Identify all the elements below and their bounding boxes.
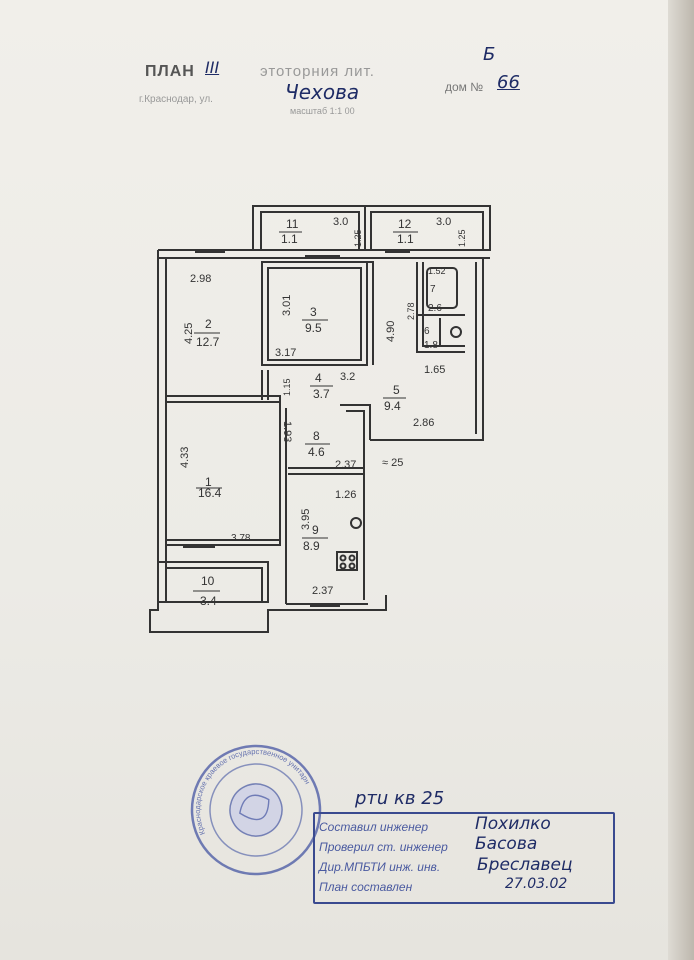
page-fold-shadow — [668, 0, 694, 960]
dim-3-2: 3.2 — [340, 371, 355, 383]
room-9-area: 8.9 — [303, 539, 320, 553]
dim-2-37b: 2.37 — [312, 585, 333, 597]
room-12-no: 12 — [398, 217, 412, 231]
dim-4-90: 4.90 — [385, 321, 397, 342]
dim-1-65: 1.65 — [424, 364, 445, 376]
dim-1-52: 1.52 — [428, 266, 446, 276]
room-11-no: 11 — [286, 217, 299, 231]
floor-suffix: этоторния лит. — [260, 63, 375, 80]
compiled-label: Составил инженер — [319, 820, 429, 834]
house-label: дом № — [445, 80, 484, 94]
dim-3-95: 3.95 — [300, 509, 312, 530]
room-2-area: 12.7 — [196, 335, 220, 349]
date-label: План составлен — [319, 880, 413, 894]
subline-scale: масштаб 1:1 00 — [290, 106, 355, 116]
apartment-note: ртu кв 25 — [355, 788, 445, 809]
dim-1-25a: 1.25 — [353, 229, 363, 247]
dim-4-33: 4.33 — [179, 447, 191, 468]
dim-1-26: 1.26 — [335, 489, 356, 501]
room-3-no: 3 — [310, 305, 317, 319]
street-name: Чехова — [285, 80, 360, 104]
room-6-no: 6 — [424, 326, 430, 337]
director-label: Дир.МПБТИ инж. инв. — [319, 860, 441, 874]
room-10-no: 10 — [201, 574, 215, 588]
plan-header: ПЛАН III этоторния лит. Б г.Краснодар, у… — [139, 44, 565, 128]
room-4-no: 4 — [315, 371, 322, 385]
dim-1-15: 1.15 — [282, 378, 292, 396]
room-7-area: 2.6 — [428, 303, 442, 314]
compiled-by: Похилко — [475, 814, 551, 834]
dim-1-25b: 1.25 — [457, 229, 467, 247]
floor-number: III — [205, 58, 220, 77]
room-10-area: 3.4 — [200, 594, 217, 608]
plan-label: ПЛАН — [145, 63, 195, 80]
room-5-no: 5 — [393, 383, 400, 397]
dim-4-25: 4.25 — [183, 323, 195, 344]
room-2-no: 2 — [205, 317, 212, 331]
room-12-area: 1.1 — [397, 232, 414, 246]
dim-2-98: 2.98 — [190, 273, 211, 285]
dim-3-0a: 3.0 — [333, 216, 348, 228]
room-4-area: 3.7 — [313, 387, 330, 401]
plan-date: 27.03.02 — [505, 876, 568, 892]
house-number: 66 — [497, 72, 520, 93]
dim-3-01: 3.01 — [281, 295, 293, 316]
subline-address: г.Краснодар, ул. — [139, 94, 213, 105]
room-6-area: 1.8 — [424, 340, 438, 351]
room-1-no: 1 — [205, 475, 212, 489]
dim-approx-25: ≈ 25 — [382, 457, 403, 469]
dim-2-86: 2.86 — [413, 417, 434, 429]
signature-stamp: Составил инженер Похилко Проверил ст. ин… — [313, 812, 615, 904]
room-8-no: 8 — [313, 429, 320, 443]
room-3-area: 9.5 — [305, 321, 322, 335]
room-5-area: 9.4 — [384, 399, 401, 413]
room-11-area: 1.1 — [281, 232, 298, 246]
dim-1-93: 1.93 — [281, 421, 293, 442]
dim-3-0b: 3.0 — [436, 216, 451, 228]
checked-by: Басова — [475, 834, 538, 854]
dim-3-17: 3.17 — [275, 347, 296, 359]
room-9-no: 9 — [312, 523, 319, 537]
building-letter: Б — [483, 44, 496, 65]
checked-label: Проверил ст. инженер — [319, 840, 448, 854]
dim-3-78: 3.78 — [231, 533, 251, 544]
room-7-no: 7 — [430, 284, 436, 295]
room-1-area: 16.4 — [198, 486, 222, 500]
dim-2-78: 2.78 — [406, 302, 416, 320]
director-name: Бреславец — [477, 855, 573, 875]
dim-2-37a: 2.37 — [335, 459, 356, 471]
round-seal: Краснодарское краевое государственное ун… — [0, 43, 322, 919]
room-8-area: 4.6 — [308, 445, 325, 459]
